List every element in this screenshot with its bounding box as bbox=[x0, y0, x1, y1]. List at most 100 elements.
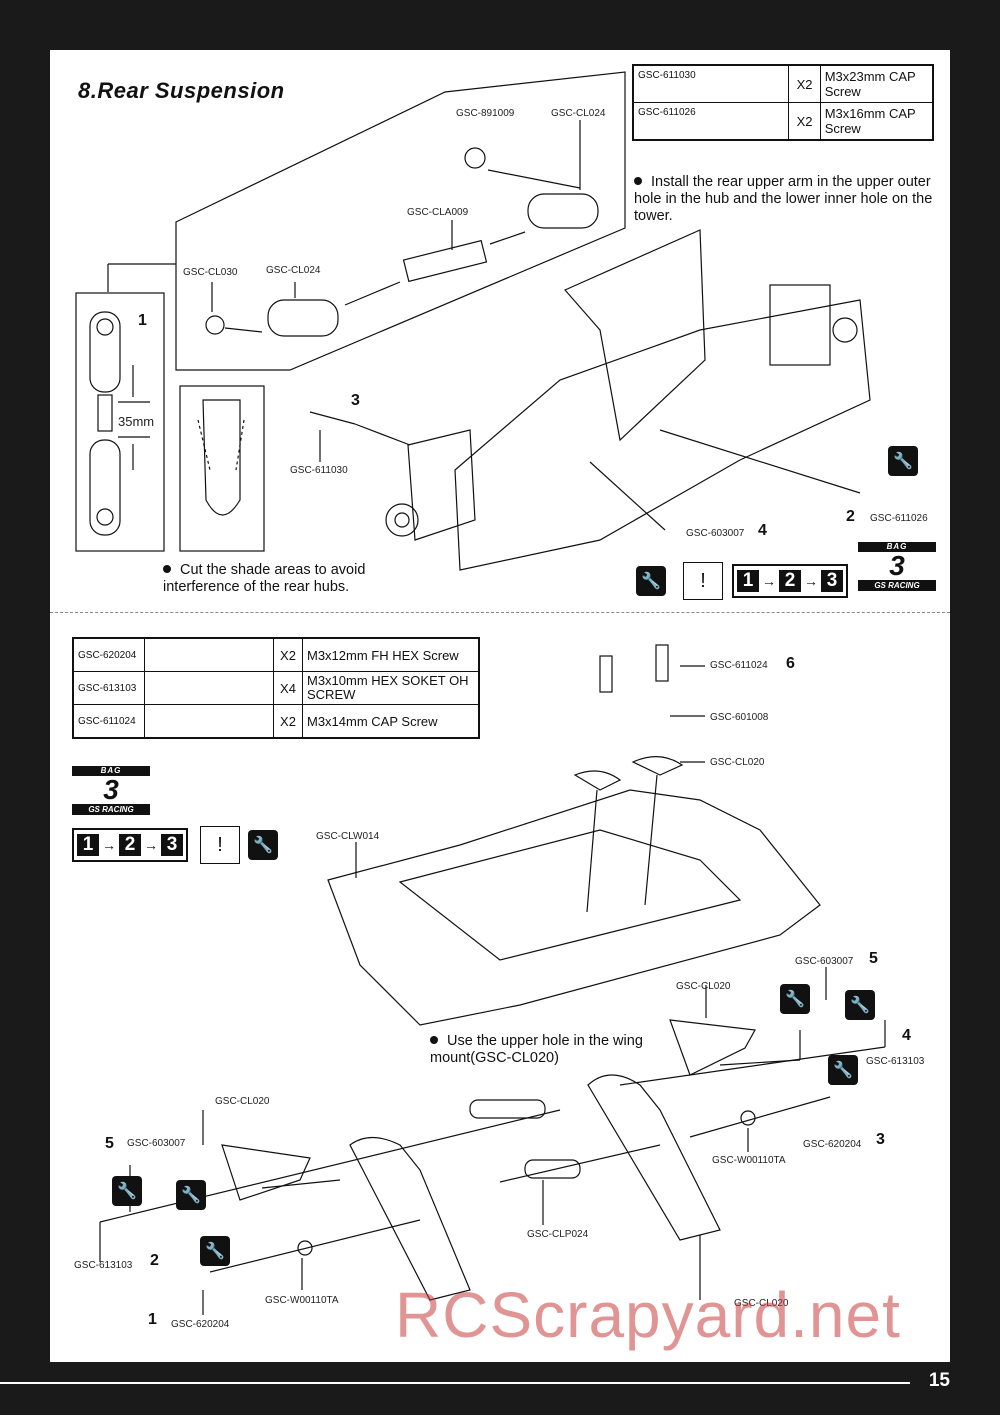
step-number: 5 bbox=[869, 950, 878, 967]
threadlock-icon: 🔧 bbox=[845, 990, 875, 1020]
threadlock-icon: 🔧 bbox=[112, 1176, 142, 1206]
part-code: GSC-613103 bbox=[72, 671, 145, 705]
sequence-badge: 1→ 2→ 3 bbox=[72, 828, 188, 862]
caution-icon: ! bbox=[200, 826, 240, 864]
part-label: GSC-CL020 bbox=[734, 1298, 789, 1309]
part-desc: M3x14mm CAP Screw bbox=[302, 704, 480, 739]
part-qty: X2 bbox=[788, 102, 821, 141]
part-label: GSC-CLA009 bbox=[407, 207, 469, 218]
measure-label: 35mm bbox=[118, 414, 155, 429]
part-label: GSC-613103 bbox=[74, 1260, 133, 1271]
part-label: GSC-CL020 bbox=[710, 757, 765, 768]
bullet-icon bbox=[634, 177, 642, 186]
part-desc: M3x10mm HEX SOKET OH SCREW bbox=[302, 671, 480, 705]
caution-icon: ! bbox=[683, 562, 723, 600]
bag-number: 3 bbox=[889, 550, 905, 581]
part-qty: X2 bbox=[788, 64, 821, 103]
part-label: GSC-CL020 bbox=[676, 981, 731, 992]
bullet-icon bbox=[163, 565, 171, 574]
sequence-badge: 1→ 2→ 3 bbox=[732, 564, 848, 598]
part-label: GSC-603007 bbox=[795, 956, 854, 967]
threadlock-icon: 🔧 bbox=[636, 566, 666, 596]
part-image bbox=[144, 637, 274, 672]
bag-number: 3 bbox=[103, 774, 119, 805]
part-image bbox=[144, 671, 274, 705]
part-label: GSC-891009 bbox=[456, 108, 515, 119]
threadlock-icon: 🔧 bbox=[780, 984, 810, 1014]
sequence-step: 3 bbox=[161, 834, 183, 856]
step-number: 3 bbox=[351, 392, 360, 409]
part-label: GSC-CL024 bbox=[551, 108, 606, 119]
note-text: Cut the shade areas to avoid interferenc… bbox=[163, 562, 366, 595]
part-label: GSC-CL020 bbox=[215, 1096, 270, 1107]
table-row: GSC-613103 X4 M3x10mm HEX SOKET OH SCREW bbox=[72, 671, 480, 705]
part-label: GSC-CL024 bbox=[266, 265, 321, 276]
bag-badge: BAG 3 GS RACING bbox=[72, 766, 150, 815]
bag-brand: GS RACING bbox=[72, 804, 150, 815]
step-number: 6 bbox=[786, 655, 795, 672]
bottom-parts-table: GSC-620204 X2 M3x12mm FH HEX Screw GSC-6… bbox=[72, 637, 480, 739]
sequence-step: 1 bbox=[77, 834, 99, 856]
step-number: 5 bbox=[105, 1135, 114, 1152]
part-label: GSC-611026 bbox=[870, 513, 928, 524]
step-number: 4 bbox=[758, 522, 767, 539]
part-qty: X2 bbox=[273, 637, 303, 672]
arrow-icon: → bbox=[144, 837, 158, 853]
part-label: GSC-601008 bbox=[710, 712, 769, 723]
sequence-step: 2 bbox=[779, 570, 801, 592]
part-label: GSC-CLW014 bbox=[316, 831, 380, 842]
part-qty: X4 bbox=[273, 671, 303, 705]
step-number: 3 bbox=[876, 1131, 885, 1148]
part-label: GSC-613103 bbox=[866, 1056, 925, 1067]
section-title: 8.Rear Suspension bbox=[78, 78, 285, 103]
part-desc: M3x23mm CAP Screw bbox=[819, 64, 934, 103]
step-number: 2 bbox=[846, 508, 855, 525]
threadlock-icon: 🔧 bbox=[200, 1236, 230, 1266]
page-number: 15 bbox=[928, 1370, 950, 1391]
part-image bbox=[144, 704, 274, 739]
table-row: GSC-611024 X2 M3x14mm CAP Screw bbox=[72, 704, 480, 739]
part-label: GSC-CLP024 bbox=[527, 1229, 589, 1240]
section-divider bbox=[50, 612, 950, 613]
part-code: GSC-611030 bbox=[632, 64, 790, 103]
step-number: 4 bbox=[902, 1027, 911, 1044]
part-label: GSC-620204 bbox=[803, 1139, 862, 1150]
part-desc: M3x16mm CAP Screw bbox=[819, 102, 934, 141]
note-upper-arm: Install the rear upper arm in the upper … bbox=[634, 174, 946, 225]
sequence-step: 2 bbox=[119, 834, 141, 856]
threadlock-icon: 🔧 bbox=[888, 446, 918, 476]
bag-brand: GS RACING bbox=[858, 580, 936, 591]
part-code: GSC-620204 bbox=[72, 637, 145, 672]
part-label: GSC-603007 bbox=[127, 1138, 186, 1149]
bag-label: BAG bbox=[72, 766, 150, 776]
part-label: GSC-CL030 bbox=[183, 267, 238, 278]
step-number: 1 bbox=[138, 312, 147, 329]
part-label: GSC-W00110TA bbox=[712, 1155, 786, 1166]
sequence-step: 1 bbox=[737, 570, 759, 592]
table-row: GSC-620204 X2 M3x12mm FH HEX Screw bbox=[72, 637, 480, 672]
threadlock-icon: 🔧 bbox=[176, 1180, 206, 1210]
part-label: GSC-611030 bbox=[290, 465, 348, 476]
step-number: 1 bbox=[148, 1311, 157, 1328]
step-number: 2 bbox=[150, 1252, 159, 1269]
sequence-step: 3 bbox=[821, 570, 843, 592]
note-text: Install the rear upper arm in the upper … bbox=[634, 174, 933, 224]
part-label: GSC-611024 bbox=[710, 660, 768, 671]
threadlock-icon: 🔧 bbox=[828, 1055, 858, 1085]
part-code: GSC-611026 bbox=[632, 102, 790, 141]
part-label: GSC-620204 bbox=[171, 1319, 230, 1330]
threadlock-icon: 🔧 bbox=[248, 830, 278, 860]
bag-label: BAG bbox=[858, 542, 936, 552]
note-wing-mount: Use the upper hole in the wing mount(GSC… bbox=[430, 1033, 685, 1067]
bag-badge: BAG 3 GS RACING bbox=[858, 542, 936, 591]
footer-rule bbox=[0, 1382, 910, 1384]
table-row: GSC-611030 X2 M3x23mm CAP Screw bbox=[632, 64, 934, 103]
note-shade: Cut the shade areas to avoid interferenc… bbox=[163, 562, 403, 596]
part-desc: M3x12mm FH HEX Screw bbox=[302, 637, 480, 672]
part-label: GSC-603007 bbox=[686, 528, 745, 539]
watermark: RCScrapyard.net bbox=[395, 1279, 901, 1351]
arrow-icon: → bbox=[762, 573, 776, 589]
arrow-icon: → bbox=[804, 573, 818, 589]
part-code: GSC-611024 bbox=[72, 704, 145, 739]
